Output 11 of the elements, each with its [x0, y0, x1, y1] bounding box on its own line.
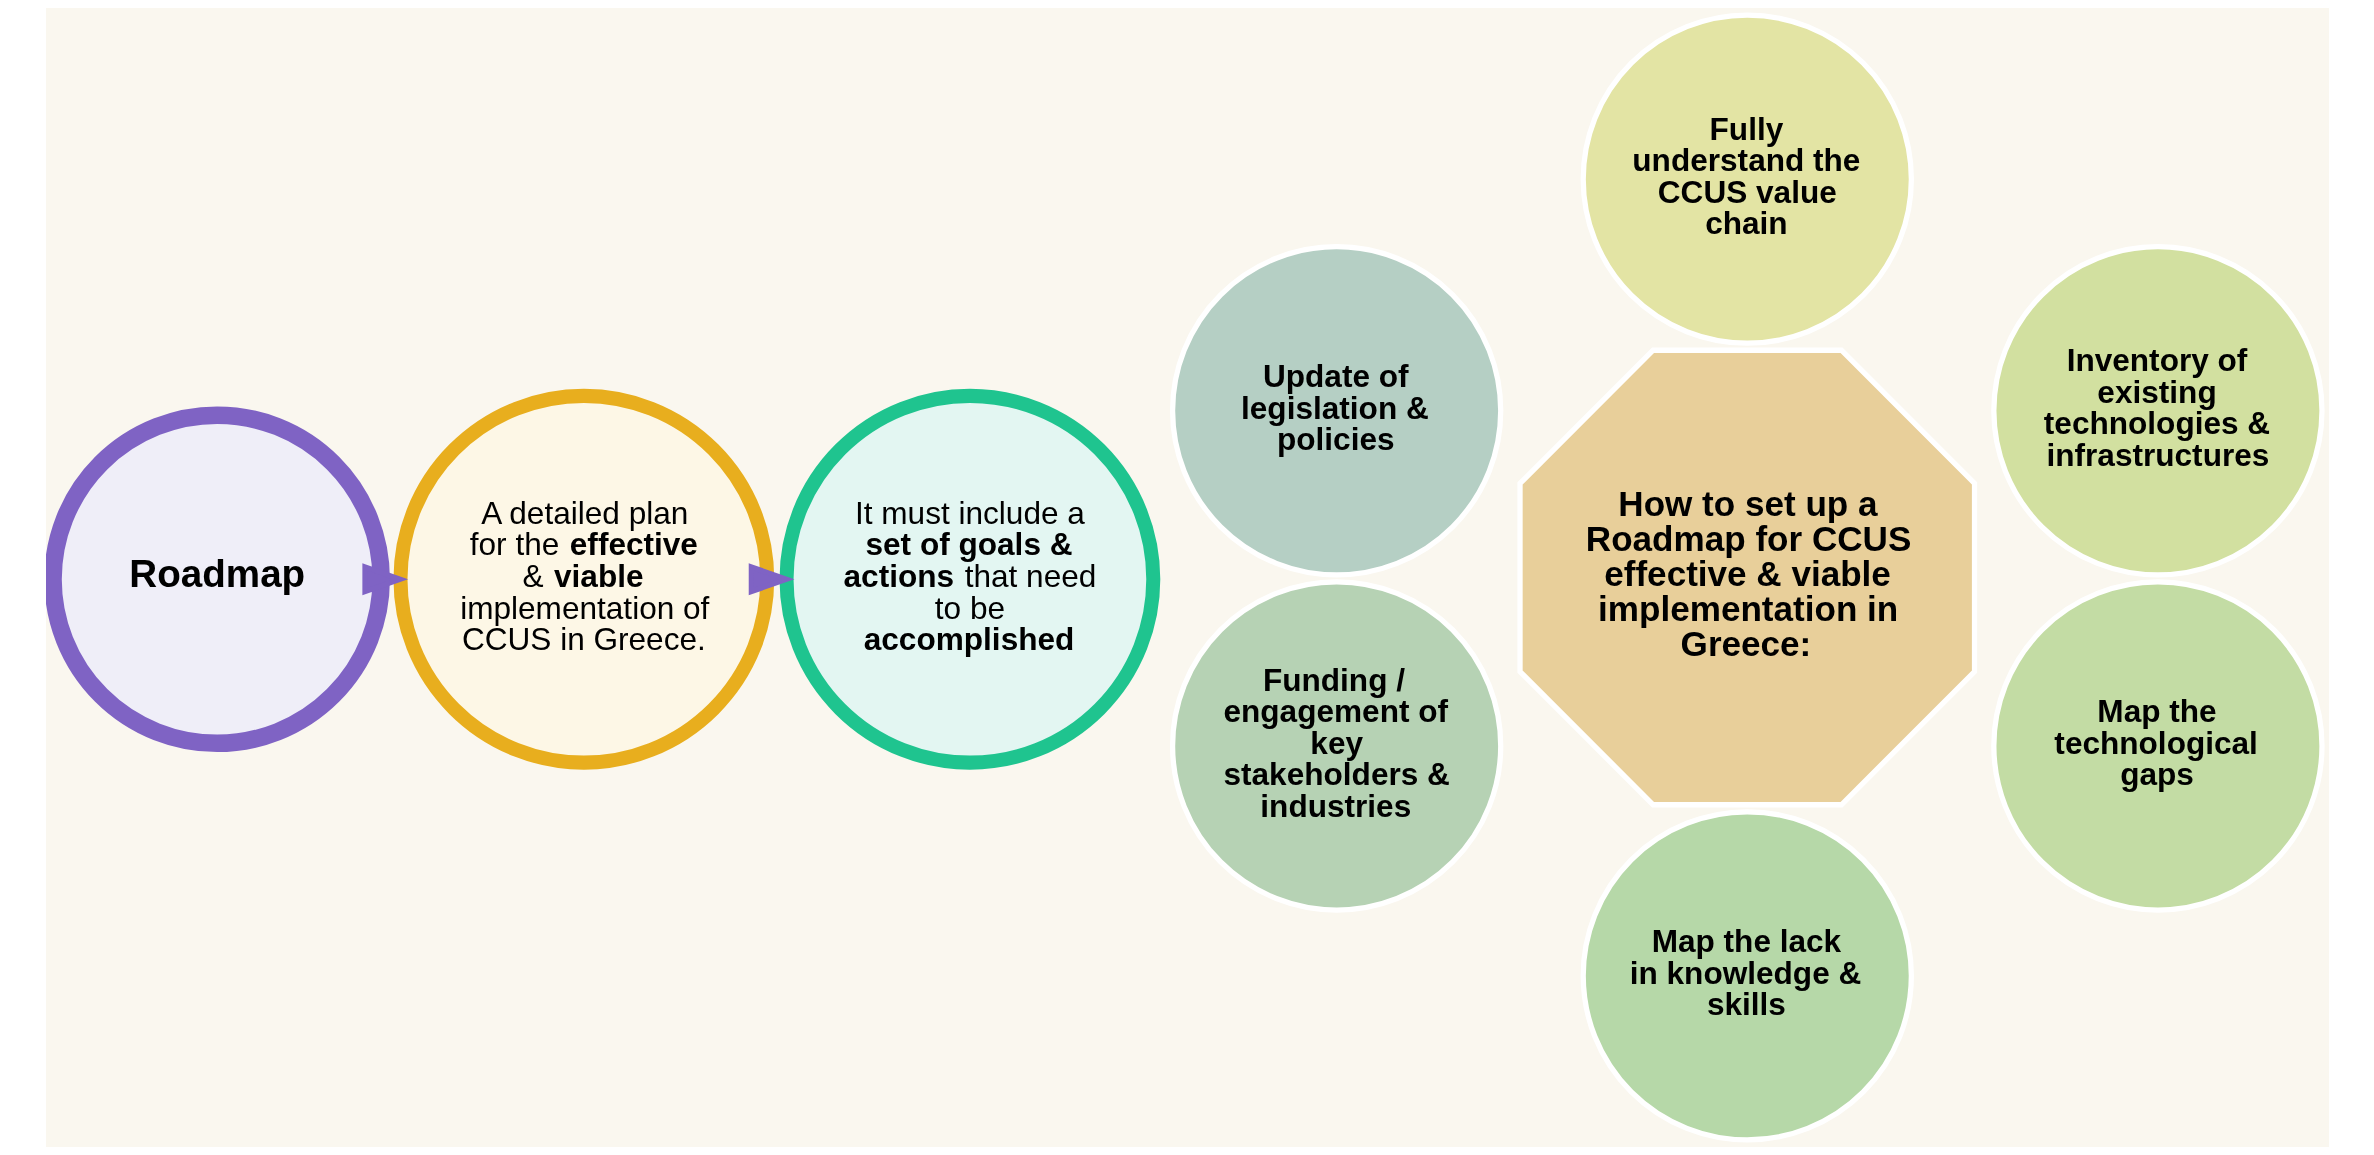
- node-circle: Funding / engagement of key stakeholders & industries: [1169, 579, 1503, 913]
- node-circle: Map the lack in knowledge & skills: [1580, 809, 1914, 1143]
- node-circle: It must include a set of goals & actions that need to be accomplished: [779, 388, 1160, 770]
- node-circle: Roadmap: [45, 406, 390, 753]
- node-circle: A detailed plan for the effective & viable implementation of CCUS in Greece.: [392, 388, 774, 770]
- node-circle: Fully understand the CCUS value chain: [1580, 12, 1914, 346]
- arrow: [748, 563, 794, 596]
- node-circle: Update of legislation & policies: [1169, 244, 1503, 578]
- node-circle: Inventory of existing technologies & infrastructures: [1990, 244, 2325, 578]
- node-circle: Map the technological gaps: [1990, 579, 2325, 913]
- arrow: [361, 563, 408, 596]
